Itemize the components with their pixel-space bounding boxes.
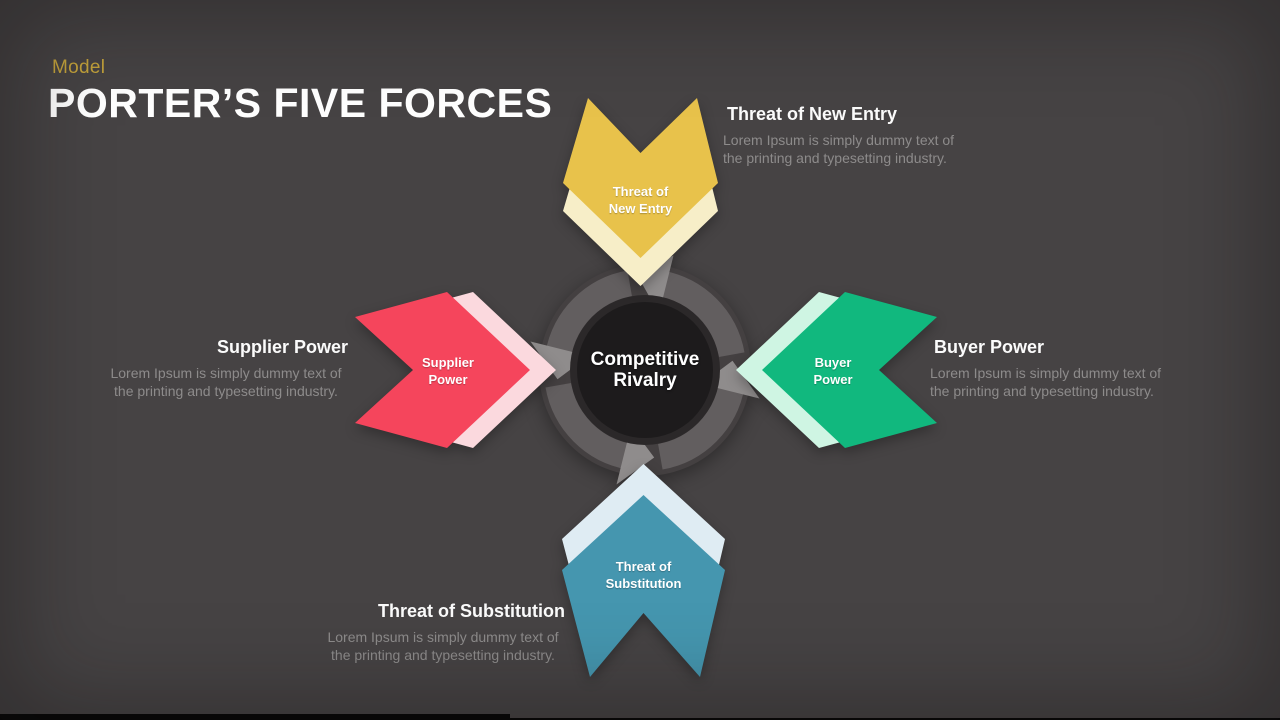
buyer-text-block: Buyer Power Lorem Ipsum is simply dummy … [930, 336, 1180, 400]
hub-label: Competitive Rivalry [565, 330, 725, 410]
arrow-supplier-power: Supplier Power [355, 292, 556, 448]
substitution-desc-line2: the printing and typesetting industry. [331, 647, 555, 663]
buyer-desc-line1: Lorem Ipsum is simply dummy text of [930, 365, 1162, 381]
arrow-buyer-power: Buyer Power [736, 292, 937, 448]
supplier-desc-line2: the printing and typesetting industry. [114, 383, 338, 399]
new-entry-desc-line1: Lorem Ipsum is simply dummy text of [723, 132, 955, 148]
buyer-arrow-label: Buyer Power [813, 355, 853, 387]
buyer-heading: Buyer Power [934, 337, 1045, 357]
new-entry-arrow-label: Threat of New Entry [608, 184, 673, 216]
new-entry-arrow-shape [563, 98, 718, 258]
supplier-arrow-shape [355, 292, 530, 448]
hub-label-line1: Competitive [590, 349, 700, 370]
new-entry-desc-line2: the printing and typesetting industry. [723, 150, 947, 166]
buyer-desc-line2: the printing and typesetting industry. [930, 383, 1154, 399]
arrow-threat-of-substitution: Threat of Substitution [562, 462, 725, 677]
slide-eyebrow: Model [52, 57, 106, 78]
supplier-heading: Supplier Power [216, 337, 348, 357]
supplier-text-block: Supplier Power Lorem Ipsum is simply dum… [104, 336, 348, 400]
hub-label-line2: Rivalry [613, 370, 677, 391]
hub-circle [577, 302, 713, 438]
buyer-arrow-shape [762, 292, 937, 448]
rotating-arrows-icon [530, 255, 760, 485]
substitution-arrow-label: Threat of Substitution [605, 559, 682, 591]
slide-title: PORTER’S FIVE FORCES [48, 80, 553, 126]
new-entry-desc: Lorem Ipsum is simply dummy text of the … [723, 131, 973, 167]
supplier-desc: Lorem Ipsum is simply dummy text of the … [104, 364, 348, 400]
bottom-edge-bar [0, 714, 510, 720]
substitution-desc-line1: Lorem Ipsum is simply dummy text of [327, 629, 559, 645]
buyer-desc: Lorem Ipsum is simply dummy text of the … [930, 364, 1180, 400]
ring-arc-segments [545, 270, 745, 470]
supplier-arrow-label: Supplier Power [421, 355, 474, 387]
substitution-text-block: Threat of Substitution Lorem Ipsum is si… [321, 600, 565, 664]
new-entry-heading: Threat of New Entry [727, 104, 898, 124]
arrow-threat-of-new-entry: Threat of New Entry [563, 98, 718, 286]
substitution-desc: Lorem Ipsum is simply dummy text of the … [321, 628, 565, 664]
substitution-arrow-shape [562, 495, 725, 677]
supplier-desc-line1: Lorem Ipsum is simply dummy text of [110, 365, 342, 381]
new-entry-text-block: Threat of New Entry Lorem Ipsum is simpl… [723, 103, 973, 167]
bottom-edge-line [0, 718, 1280, 720]
substitution-heading: Threat of Substitution [378, 601, 565, 621]
